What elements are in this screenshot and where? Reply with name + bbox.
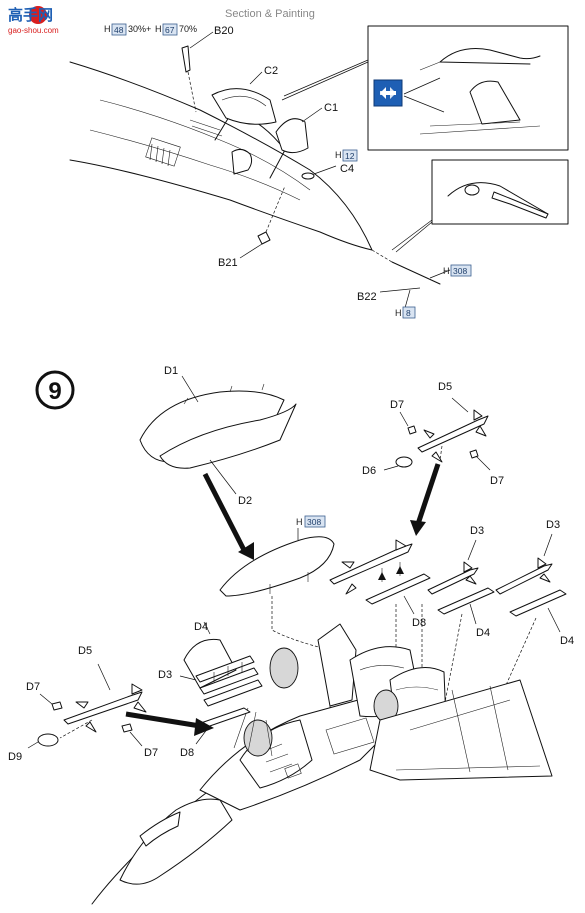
svg-text:308: 308	[453, 266, 467, 276]
missile-d5-left: D5 D7 D9 D7	[8, 645, 158, 763]
logo-subtext: gao-shou.com	[8, 26, 59, 35]
part-d9	[37, 733, 59, 747]
missile-rack-right: D8 D3 D4 D3 D4	[329, 519, 574, 781]
step-number: 9	[48, 378, 61, 405]
label-d4-left: D4	[194, 621, 208, 633]
arrow-missile-top	[410, 463, 441, 536]
label-c4: C4	[340, 163, 354, 175]
label-c1: C1	[324, 102, 338, 114]
svg-text:H: H	[395, 308, 402, 318]
svg-text:H: H	[155, 24, 162, 34]
missile-d5-top: D5 D6 D7 D7	[362, 381, 504, 487]
vertical-tail	[317, 623, 357, 707]
label-b22: B22	[357, 291, 377, 303]
svg-text:H: H	[104, 24, 111, 34]
svg-text:67: 67	[165, 25, 175, 35]
main-wheel-upper	[269, 647, 299, 689]
canopy-closed	[439, 48, 541, 65]
main-wheel-lower	[243, 719, 273, 757]
label-d7-top-b: D7	[490, 475, 504, 487]
header-fragment: Section & Painting	[225, 8, 315, 20]
canopy-c2	[211, 88, 277, 125]
part-d1-d2-tank: D1 D2	[139, 365, 297, 507]
part-c2: C2	[211, 65, 278, 125]
label-d8-left: D8	[180, 747, 194, 759]
svg-text:H: H	[443, 266, 450, 276]
label-d7-left-b: D7	[144, 747, 158, 759]
label-c2: C2	[264, 65, 278, 77]
svg-text:12: 12	[345, 151, 355, 161]
label-d9: D9	[8, 751, 22, 763]
arrow-tank-assembly	[202, 472, 254, 560]
arrow-missile-left	[125, 711, 214, 736]
pilot-figure	[231, 148, 253, 175]
label-d3-left: D3	[158, 669, 172, 681]
part-b22: H 308 B22 H 8	[357, 249, 472, 319]
svg-text:308: 308	[307, 517, 321, 527]
part-d6	[395, 456, 413, 468]
tank-half-d2	[159, 403, 297, 469]
svg-text:48: 48	[114, 25, 124, 35]
site-logo: 高手网 gao-shou.com	[8, 6, 59, 35]
part-d7-top-a	[407, 425, 417, 435]
inset-canopy-positions	[281, 25, 569, 151]
swap-icon	[373, 79, 403, 107]
label-d8-right: D8	[412, 617, 426, 629]
label-d1: D1	[164, 365, 178, 377]
svg-text:30%+: 30%+	[128, 24, 151, 34]
pylon-d4-a	[437, 587, 495, 615]
label-d4-b: D4	[560, 635, 574, 647]
label-d3-b: D3	[546, 519, 560, 531]
step-marker: 9	[35, 370, 75, 410]
paint-canopy-mix: H 48 30%+ H 67 70%	[104, 23, 197, 36]
part-d7-left-a	[51, 701, 63, 711]
pylon-d4-b	[509, 589, 567, 617]
svg-text:H: H	[296, 517, 303, 527]
logo-mark-icon	[29, 6, 47, 24]
inset-pitot-detail	[391, 159, 569, 253]
part-d7-left-b	[121, 723, 133, 733]
part-b21: B21	[218, 185, 286, 269]
label-d6: D6	[362, 465, 376, 477]
pylon-d8	[365, 573, 431, 605]
label-d7-left-a: D7	[26, 681, 40, 693]
label-d5-left: D5	[78, 645, 92, 657]
part-c4: H 12 C4	[301, 149, 358, 180]
label-d7-top-a: D7	[390, 399, 404, 411]
logo-text: 高手网	[8, 6, 53, 24]
nose-outline	[69, 61, 373, 251]
aircraft-fuselage	[91, 623, 553, 905]
part-c1: C1	[275, 102, 338, 154]
intake-vents	[145, 119, 223, 167]
canopy-open	[469, 80, 521, 125]
label-d3-a: D3	[470, 525, 484, 537]
svg-text:70%: 70%	[179, 24, 197, 34]
label-d4-a: D4	[476, 627, 490, 639]
label-b21: B21	[218, 257, 238, 269]
label-d2: D2	[238, 495, 252, 507]
label-b20: B20	[214, 25, 234, 37]
label-d5-top: D5	[438, 381, 452, 393]
svg-text:8: 8	[406, 308, 411, 318]
forward-fuselage	[69, 61, 373, 251]
part-b20: B20	[181, 25, 234, 113]
svg-text:H: H	[335, 150, 342, 160]
